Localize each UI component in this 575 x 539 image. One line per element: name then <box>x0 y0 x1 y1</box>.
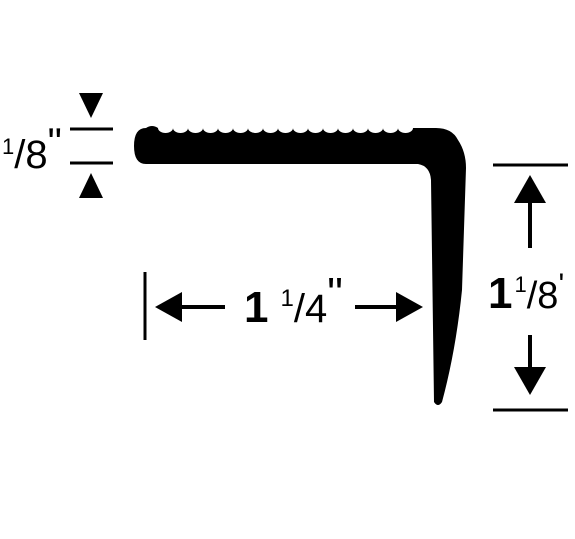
height-label: 11/8' <box>488 268 564 318</box>
height-unit: ' <box>558 268 564 301</box>
thickness-unit: " <box>48 121 62 165</box>
width-whole: 1 <box>244 283 268 332</box>
fraction-slash: / <box>527 275 538 317</box>
thickness-label: 1/8" <box>2 121 62 177</box>
arrow-left-icon <box>155 292 182 322</box>
height-denominator: 8 <box>537 275 558 317</box>
thickness-numerator: 1 <box>2 134 14 159</box>
nosing-profile <box>134 126 466 405</box>
arrow-down-icon <box>514 367 546 395</box>
width-unit: " <box>327 269 343 318</box>
width-numerator: 1 <box>280 285 293 312</box>
width-denominator: 4 <box>305 287 327 331</box>
arrow-up-icon <box>514 175 546 203</box>
arrow-up-icon <box>79 173 103 198</box>
fraction-slash: / <box>14 133 26 177</box>
height-numerator: 1 <box>514 272 526 297</box>
height-whole: 1 <box>488 269 512 318</box>
arrow-down-icon <box>79 93 103 118</box>
arrow-right-icon <box>396 292 423 322</box>
fraction-slash: / <box>294 287 306 331</box>
thickness-denominator: 8 <box>25 133 47 177</box>
